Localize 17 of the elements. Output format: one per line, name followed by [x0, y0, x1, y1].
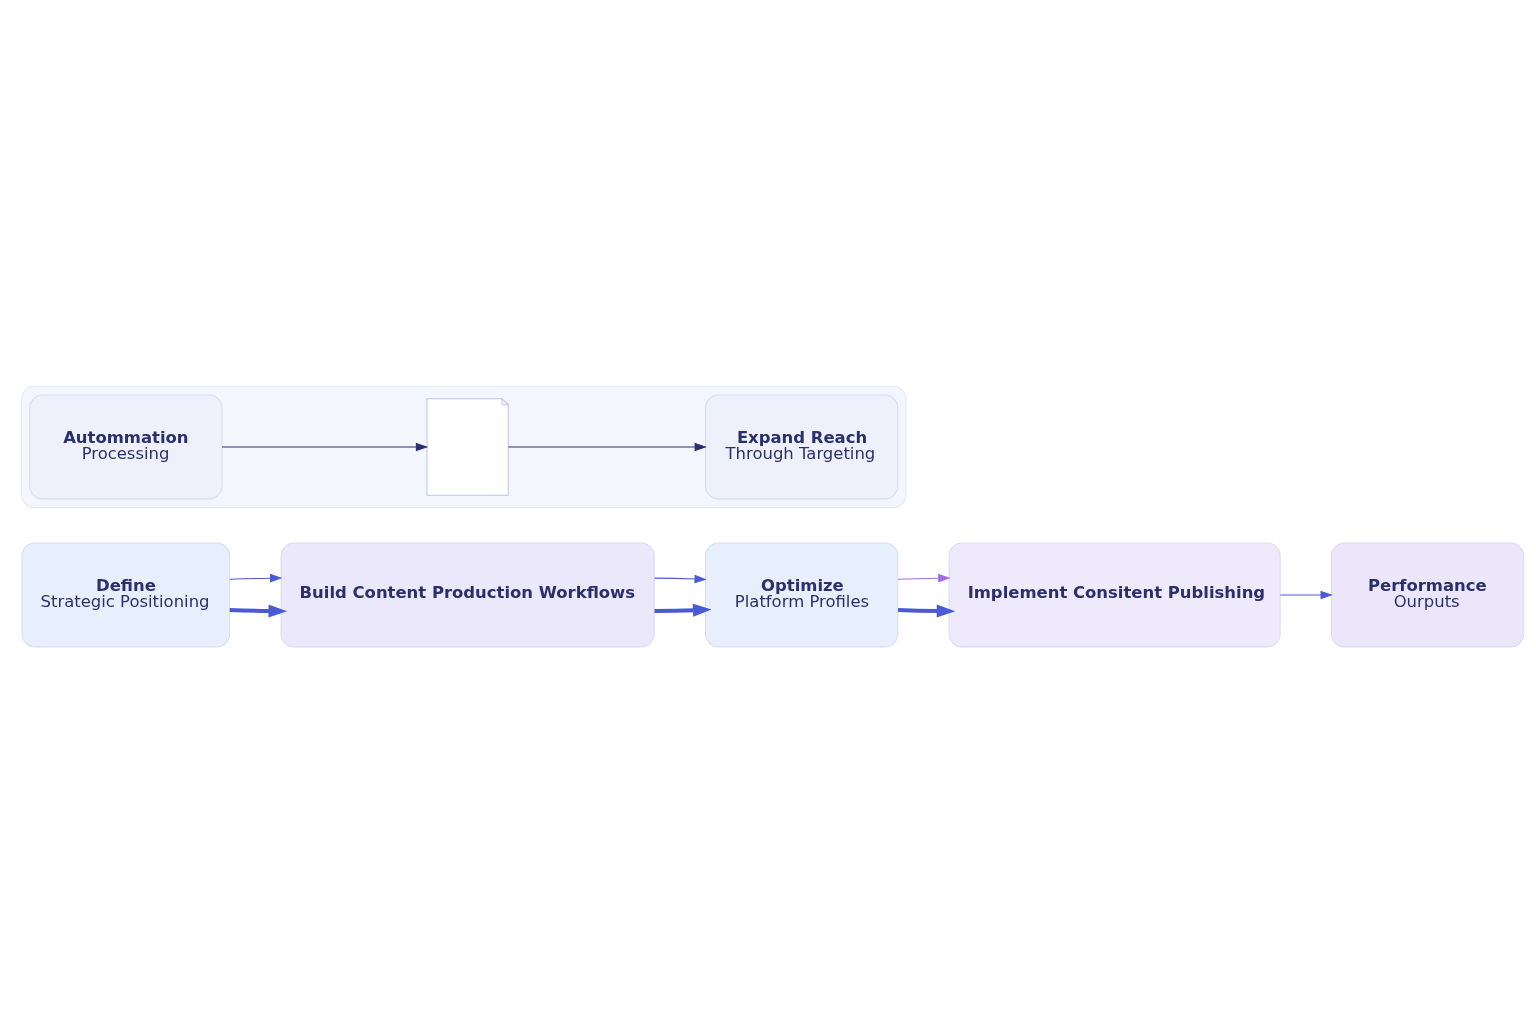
node-box: Expand Reach Through Targeting	[704, 394, 898, 499]
node-box: Autommation Processing	[28, 394, 222, 499]
cluster	[20, 385, 906, 508]
arrow	[897, 604, 955, 618]
node-box: Implement Consitent Publishing	[948, 542, 1281, 647]
arrow	[1279, 590, 1333, 599]
arrow	[654, 603, 711, 617]
arrow	[507, 442, 707, 451]
arrow	[653, 574, 707, 583]
node-box: Define Strategic Positioning	[21, 542, 230, 647]
arrow	[897, 573, 951, 582]
arrow	[228, 573, 282, 583]
node-box: Build Content Production Workflows	[280, 542, 655, 647]
node-box: Performance Ourputs	[1330, 542, 1524, 647]
node-box: Optimize Platform Profiles	[704, 542, 898, 647]
arrow	[220, 442, 428, 451]
arrow	[229, 604, 287, 617]
